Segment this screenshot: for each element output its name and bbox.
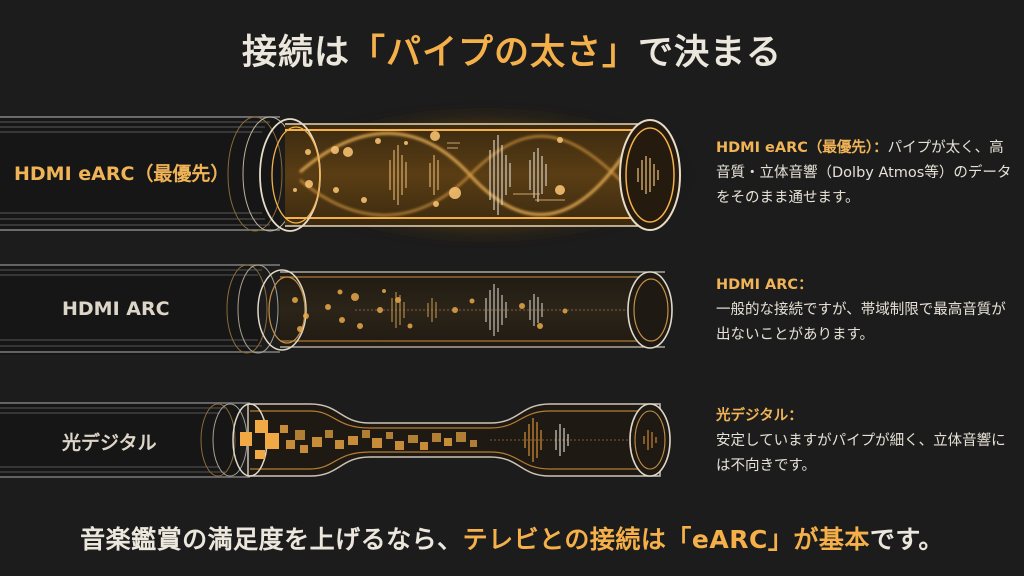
pipe-earc: [0, 105, 700, 245]
desc-arc-body: 一般的な接続ですが、帯域制限で最高音質が出ないことがあります。: [716, 302, 1006, 343]
desc-optical: 光デジタル： 安定していますがパイプが細く、立体音響には不向きです。: [716, 404, 1016, 479]
row-label-arc: HDMI ARC: [62, 298, 170, 320]
desc-optical-head: 光デジタル：: [716, 408, 803, 424]
desc-arc-head: HDMI ARC：: [716, 277, 813, 293]
row-label-optical: 光デジタル: [62, 432, 157, 454]
title-pre: 接続は: [241, 33, 350, 73]
desc-optical-body: 安定していますがパイプが細く、立体音響には不向きです。: [716, 433, 1006, 474]
pipe-optical: [0, 402, 671, 478]
desc-earc-body: パイプが太く、高音質・立体音響（Dolby Atmos等）のデータをそのまま通せ…: [716, 140, 1012, 206]
footer-highlight: テレビとの接続は「eARC」が基本: [462, 525, 870, 554]
desc-earc: HDMI eARC（最優先）：パイプが太く、高音質・立体音響（Dolby Atm…: [716, 136, 1016, 211]
title-highlight: 「パイプの太さ」: [349, 33, 638, 73]
row-label-earc: HDMI eARC（最優先）: [14, 163, 230, 185]
desc-arc: HDMI ARC： 一般的な接続ですが、帯域制限で最高音質が出ないことがあります。: [716, 273, 1016, 348]
footer-pre: 音楽鑑賞の満足度を上げるなら、: [80, 525, 463, 554]
pipe-arc: [0, 264, 673, 355]
page-title: 接続は「パイプの太さ」で決まる: [0, 24, 1024, 75]
title-post: で決まる: [638, 33, 783, 73]
footer-post: です。: [869, 525, 944, 554]
desc-earc-head: HDMI eARC（最優先）：: [716, 140, 888, 156]
footer-conclusion: 音楽鑑賞の満足度を上げるなら、テレビとの接続は「eARC」が基本です。: [0, 520, 1024, 556]
